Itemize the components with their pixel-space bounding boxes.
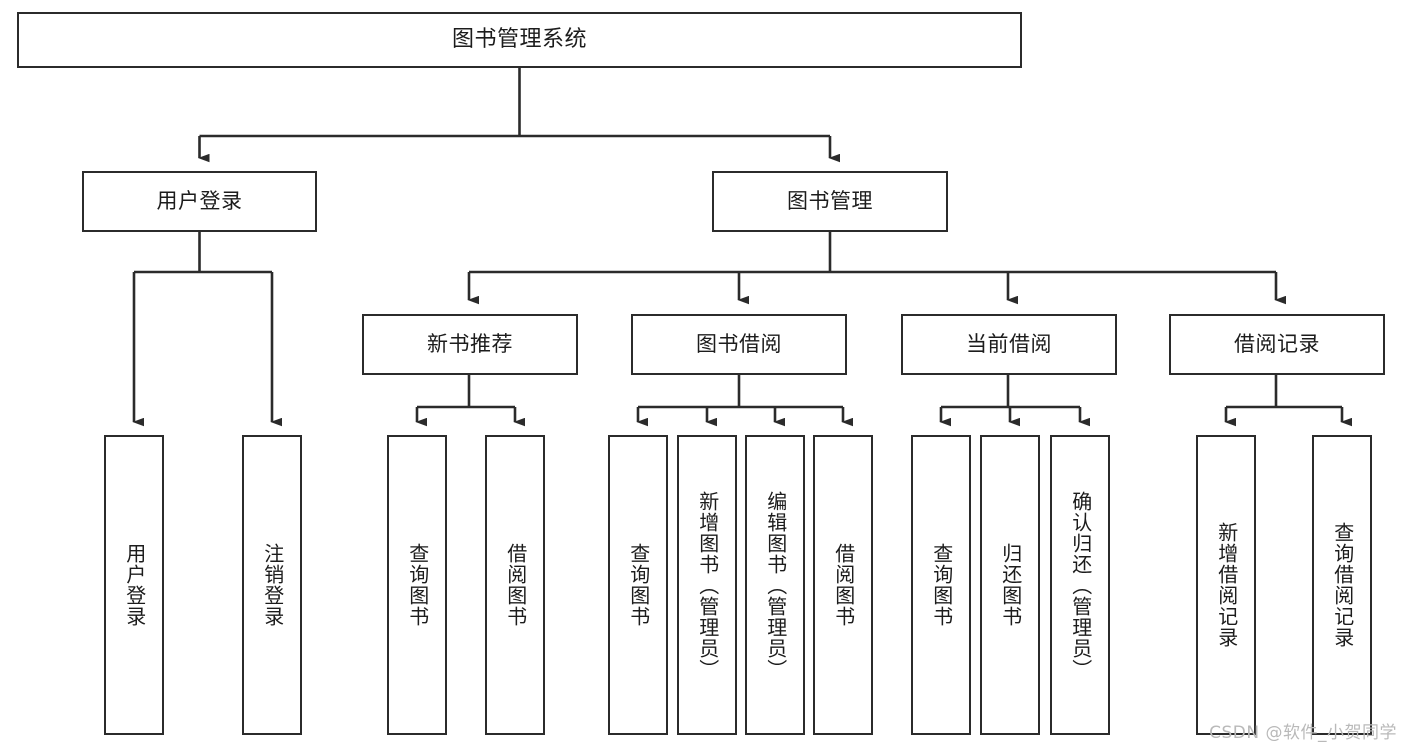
- node-label: 注销登录: [260, 543, 285, 627]
- node-leaf-user-login[interactable]: 用户登录: [104, 435, 164, 735]
- node-label: 查询图书: [405, 543, 430, 627]
- csdn-watermark: CSDN @软件_小贺同学: [1209, 723, 1397, 743]
- node-label: 查询借阅记录: [1330, 522, 1355, 648]
- node-label: 借阅图书: [503, 543, 528, 627]
- node-label: 图书管理: [787, 189, 873, 214]
- node-label: 新增图书（管理员）: [695, 490, 720, 680]
- node-leaf-query-book-1[interactable]: 查询图书: [387, 435, 447, 735]
- node-label: 确认归还（管理员）: [1068, 490, 1093, 680]
- node-user-login[interactable]: 用户登录: [82, 171, 317, 232]
- node-label: 查询图书: [929, 543, 954, 627]
- node-borrowing-record[interactable]: 借阅记录: [1169, 314, 1385, 375]
- node-label: 图书管理系统: [451, 27, 587, 53]
- node-label: 借阅图书: [831, 543, 856, 627]
- node-leaf-logout-login[interactable]: 注销登录: [242, 435, 302, 735]
- node-leaf-borrow-book-2[interactable]: 借阅图书: [813, 435, 873, 735]
- node-leaf-confirm-return-admin[interactable]: 确认归还（管理员）: [1050, 435, 1110, 735]
- node-label: 图书借阅: [696, 332, 782, 357]
- node-leaf-add-book-admin[interactable]: 新增图书（管理员）: [677, 435, 737, 735]
- node-label: 查询图书: [626, 543, 651, 627]
- node-label: 新增借阅记录: [1214, 522, 1239, 648]
- node-leaf-add-borrow-record[interactable]: 新增借阅记录: [1196, 435, 1256, 735]
- node-label: 用户登录: [156, 189, 243, 214]
- node-book-borrowing[interactable]: 图书借阅: [631, 314, 847, 375]
- node-leaf-edit-book-admin[interactable]: 编辑图书（管理员）: [745, 435, 805, 735]
- node-label: 归还图书: [998, 543, 1023, 627]
- node-label: 用户登录: [122, 543, 147, 627]
- node-label: 当前借阅: [966, 332, 1052, 357]
- node-leaf-return-book[interactable]: 归还图书: [980, 435, 1040, 735]
- node-label: 借阅记录: [1234, 332, 1320, 357]
- node-current-borrowing[interactable]: 当前借阅: [901, 314, 1117, 375]
- node-root-book-management-system[interactable]: 图书管理系统: [17, 12, 1022, 68]
- node-new-book-recommendation[interactable]: 新书推荐: [362, 314, 578, 375]
- node-label: 编辑图书（管理员）: [763, 490, 788, 680]
- node-leaf-query-borrow-record[interactable]: 查询借阅记录: [1312, 435, 1372, 735]
- node-label: 新书推荐: [427, 332, 513, 357]
- node-leaf-query-book-3[interactable]: 查询图书: [911, 435, 971, 735]
- node-book-management[interactable]: 图书管理: [712, 171, 948, 232]
- node-leaf-borrow-book-1[interactable]: 借阅图书: [485, 435, 545, 735]
- node-leaf-query-book-2[interactable]: 查询图书: [608, 435, 668, 735]
